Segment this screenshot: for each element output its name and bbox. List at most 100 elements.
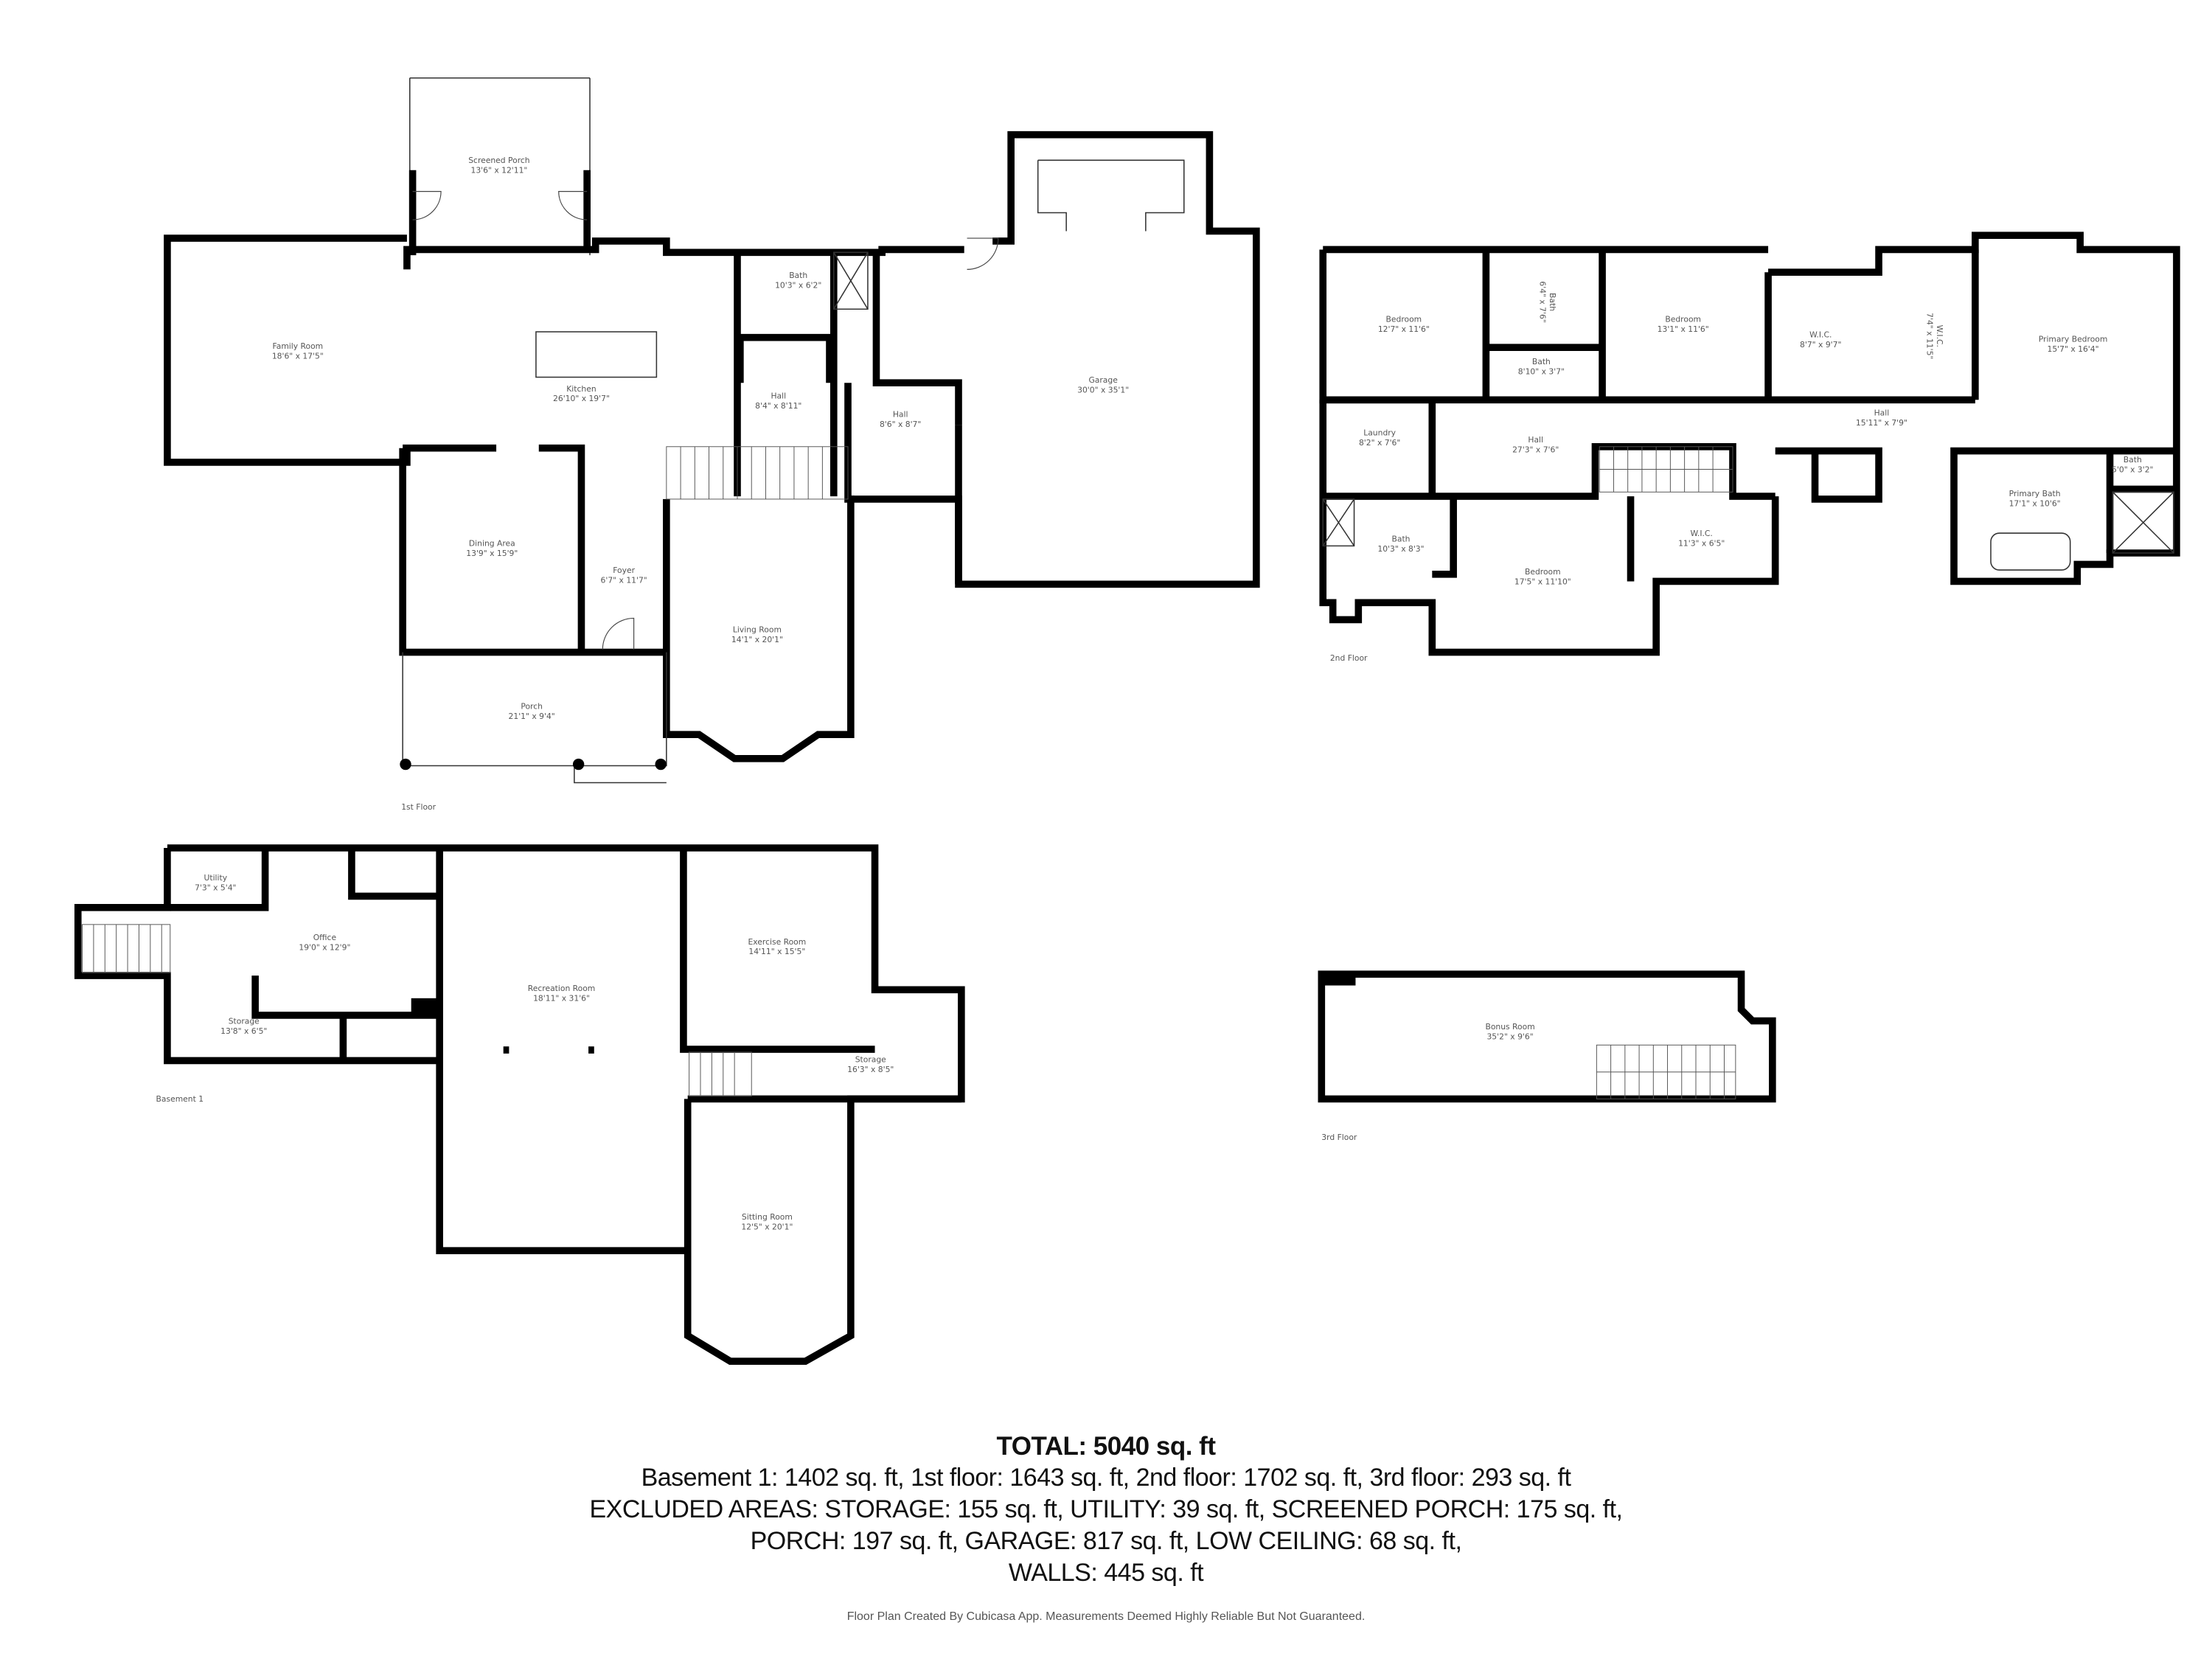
room-name: Storage — [229, 1016, 260, 1026]
room-label: W.I.C.7'4" x 11'5" — [1924, 313, 1944, 359]
foyer-living-walls — [663, 495, 855, 762]
total-area: TOTAL: 5040 sq. ft — [996, 1432, 1216, 1461]
room-dimensions: 15'11" x 7'9" — [1856, 418, 1907, 428]
room-name: Office — [313, 933, 337, 942]
room-name: Garage — [1088, 375, 1118, 385]
room-name: Bath — [789, 271, 807, 280]
room-name: Primary Bath — [2009, 489, 2061, 498]
room-name: Hall — [1528, 435, 1543, 445]
room-dimensions: 5'0" x 3'2" — [2112, 465, 2153, 474]
door-arc — [558, 191, 588, 220]
floor-label: 2nd Floor — [1330, 653, 1368, 663]
room-name: Screened Porch — [468, 156, 529, 165]
room-name: Hall — [1874, 408, 1890, 417]
room-dimensions: 8'10" x 3'7" — [1518, 367, 1565, 377]
basement-walls — [74, 844, 965, 1365]
room-dimensions: 26'10" x 19'7" — [553, 394, 610, 403]
room-name: Bedroom — [1525, 567, 1561, 577]
chimney — [1321, 974, 1356, 986]
bath-hall-walls — [734, 252, 962, 497]
room-dimensions: 19'0" x 12'9" — [299, 942, 350, 952]
door-arc — [967, 237, 999, 270]
dining-walls — [399, 444, 667, 656]
room-name: Sitting Room — [742, 1212, 793, 1222]
first-floor-walls — [164, 77, 1260, 784]
room-dimensions: 14'11" x 15'5" — [748, 947, 805, 956]
door-arc — [412, 191, 442, 220]
room-name: Living Room — [733, 625, 782, 635]
room-dimensions: 16'3" x 8'5" — [847, 1065, 894, 1074]
room-name: Recreation Room — [528, 984, 596, 993]
floor-areas: Basement 1: 1402 sq. ft, 1st floor: 1643… — [641, 1464, 1571, 1492]
room-name: Bedroom — [1386, 315, 1422, 324]
room-name: Hall — [893, 409, 908, 419]
room-dimensions: 6'7" x 11'7" — [601, 575, 647, 585]
room-dimensions: 13'8" x 6'5" — [220, 1026, 267, 1036]
porch-post — [400, 758, 411, 771]
room-name: Bath — [1532, 357, 1551, 366]
floor-label: 1st Floor — [401, 802, 436, 812]
room-dimensions: 10'3" x 8'3" — [1377, 544, 1424, 554]
screened-porch-walls — [408, 170, 591, 256]
room-name: Exercise Room — [748, 937, 806, 947]
room-name: Foyer — [613, 566, 635, 575]
room-dimensions: 18'6" x 17'5" — [272, 352, 324, 361]
room-name: Storage — [855, 1054, 886, 1064]
floor-label: Basement 1 — [156, 1094, 204, 1104]
room-name: Utility — [204, 873, 227, 883]
room-dimensions: 27'3" x 7'6" — [1512, 445, 1559, 454]
kitchen-top-wall — [403, 237, 964, 270]
garage-walls — [955, 131, 1260, 588]
room-dimensions: 13'9" x 15'9" — [466, 549, 518, 558]
room-dimensions: 12'7" x 11'6" — [1378, 324, 1430, 334]
room-dimensions: 18'11" x 31'6" — [533, 994, 590, 1004]
family-room-walls — [164, 234, 411, 466]
room-dimensions: 14'1" x 20'1" — [731, 635, 783, 644]
room-dimensions: 17'1" x 10'6" — [2009, 499, 2061, 509]
room-dimensions: 8'6" x 8'7" — [880, 420, 921, 429]
room-dimensions: 7'4" x 11'5" — [1924, 313, 1934, 359]
excluded-areas-cont: PORCH: 197 sq. ft, GARAGE: 817 sq. ft, L… — [750, 1527, 1462, 1555]
room-name: Family Room — [273, 341, 324, 351]
room-name: Dining Area — [469, 538, 515, 548]
room-name: Laundry — [1363, 428, 1396, 437]
porch-post — [655, 758, 667, 771]
room-name: Primary Bedroom — [2039, 334, 2108, 344]
room-dimensions: 7'3" x 5'4" — [195, 883, 236, 893]
column — [588, 1046, 594, 1054]
room-dimensions: 21'1" x 9'4" — [509, 712, 555, 721]
room-dimensions: 11'3" x 6'5" — [1678, 538, 1725, 548]
first-floor-stairs — [666, 446, 849, 500]
column — [503, 1046, 509, 1054]
room-name: W.I.C. — [1809, 330, 1832, 340]
porch-post — [572, 758, 585, 771]
shower — [833, 251, 869, 310]
walls-area: WALLS: 445 sq. ft — [1008, 1559, 1204, 1587]
room-dimensions: 6'4" x 7'6" — [1537, 281, 1547, 322]
room-dimensions: 8'4" x 8'11" — [755, 401, 801, 411]
